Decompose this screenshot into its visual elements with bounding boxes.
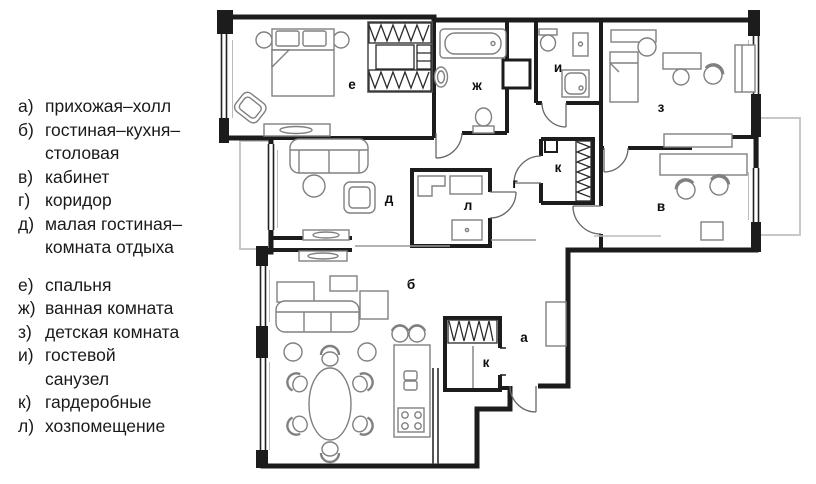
legend-text: коридор xyxy=(45,190,112,210)
legend-item-z: з) детская комната xyxy=(18,321,223,345)
furniture-utility xyxy=(417,175,483,241)
room-label-g: г xyxy=(512,176,518,191)
room-label-i: и xyxy=(554,60,562,75)
windows xyxy=(219,34,761,452)
legend-item-zh: ж) ванная комната xyxy=(18,297,223,321)
legend-text: гардеробные xyxy=(45,392,152,412)
legend-letter: д) xyxy=(18,213,35,234)
furniture-living-kitchen xyxy=(275,275,431,464)
room-label-k1: к xyxy=(555,160,562,175)
room-label-z: з xyxy=(658,100,665,115)
legend-letter: в) xyxy=(18,166,34,187)
furniture-study xyxy=(659,153,748,241)
legend: а) прихожая–холл б) гостиная–кухня– столов… xyxy=(18,95,223,438)
room-label-k2: к xyxy=(483,355,490,370)
room-label-l: л xyxy=(464,198,473,213)
legend-text: гостиная–кухня– столовая xyxy=(45,119,181,164)
legend-letter: и) xyxy=(18,345,34,365)
legend-text: прихожая–холл xyxy=(45,96,172,116)
furniture-bathroom xyxy=(433,28,507,134)
wall-piers xyxy=(217,10,761,468)
legend-letter: б) xyxy=(18,119,34,140)
legend-item-k: к) гардеробные xyxy=(18,391,223,415)
legend-item-i: и) гостевой санузел xyxy=(18,344,223,391)
room-label-zh: ж xyxy=(471,78,482,93)
legend-item-g: г) коридор xyxy=(18,189,223,213)
room-labels: е ж и з д л г к в б а к xyxy=(348,60,665,370)
legend-letter: з) xyxy=(18,321,32,342)
legend-letter: к) xyxy=(18,392,32,412)
legend-letter: а) xyxy=(18,96,34,116)
legend-letter: е) xyxy=(18,274,34,295)
door-arcs xyxy=(435,102,629,413)
legend-letter: ж) xyxy=(18,298,36,318)
legend-group-1: а) прихожая–холл б) гостиная–кухня– столов… xyxy=(18,95,223,260)
legend-text: кабинет xyxy=(45,166,110,187)
legend-item-a: а) прихожая–холл xyxy=(18,95,223,119)
legend-item-b: б) гостиная–кухня– столовая xyxy=(18,119,223,166)
legend-item-v: в) кабинет xyxy=(18,166,223,190)
room-label-v: в xyxy=(657,199,665,214)
room-label-d: д xyxy=(385,191,394,206)
room-label-a: а xyxy=(520,330,528,345)
legend-group-2: е) спальня ж) ванная комната з) детская ком… xyxy=(18,274,223,439)
legend-item-d: д) малая гостиная– комната отдыха xyxy=(18,213,223,260)
legend-item-l: л) хозпомещение xyxy=(18,415,223,439)
furniture-bedroom xyxy=(233,28,350,137)
wardrobe-hatching xyxy=(367,21,592,388)
legend-text: малая гостиная– комната отдыха xyxy=(45,213,182,258)
wall-openings xyxy=(486,192,504,375)
legend-letter: л) xyxy=(18,415,35,436)
legend-item-e: е) спальня xyxy=(18,274,223,298)
furniture-guest-wc xyxy=(538,28,590,98)
furniture-children-room xyxy=(609,29,756,148)
legend-text: гостевой санузел xyxy=(45,345,116,389)
furniture-hall xyxy=(545,301,567,347)
legend-text: спальня xyxy=(45,274,112,295)
legend-text: детская комната xyxy=(45,321,180,342)
door-jamb-ticks xyxy=(500,347,506,376)
room-label-b: б xyxy=(407,277,415,292)
legend-text: ванная комната xyxy=(45,298,174,318)
legend-text: хозпомещение xyxy=(45,415,166,436)
furniture-lounge xyxy=(289,138,376,262)
threshold-lines xyxy=(355,235,661,247)
legend-letter: г) xyxy=(18,190,31,210)
room-label-e: е xyxy=(348,77,356,92)
